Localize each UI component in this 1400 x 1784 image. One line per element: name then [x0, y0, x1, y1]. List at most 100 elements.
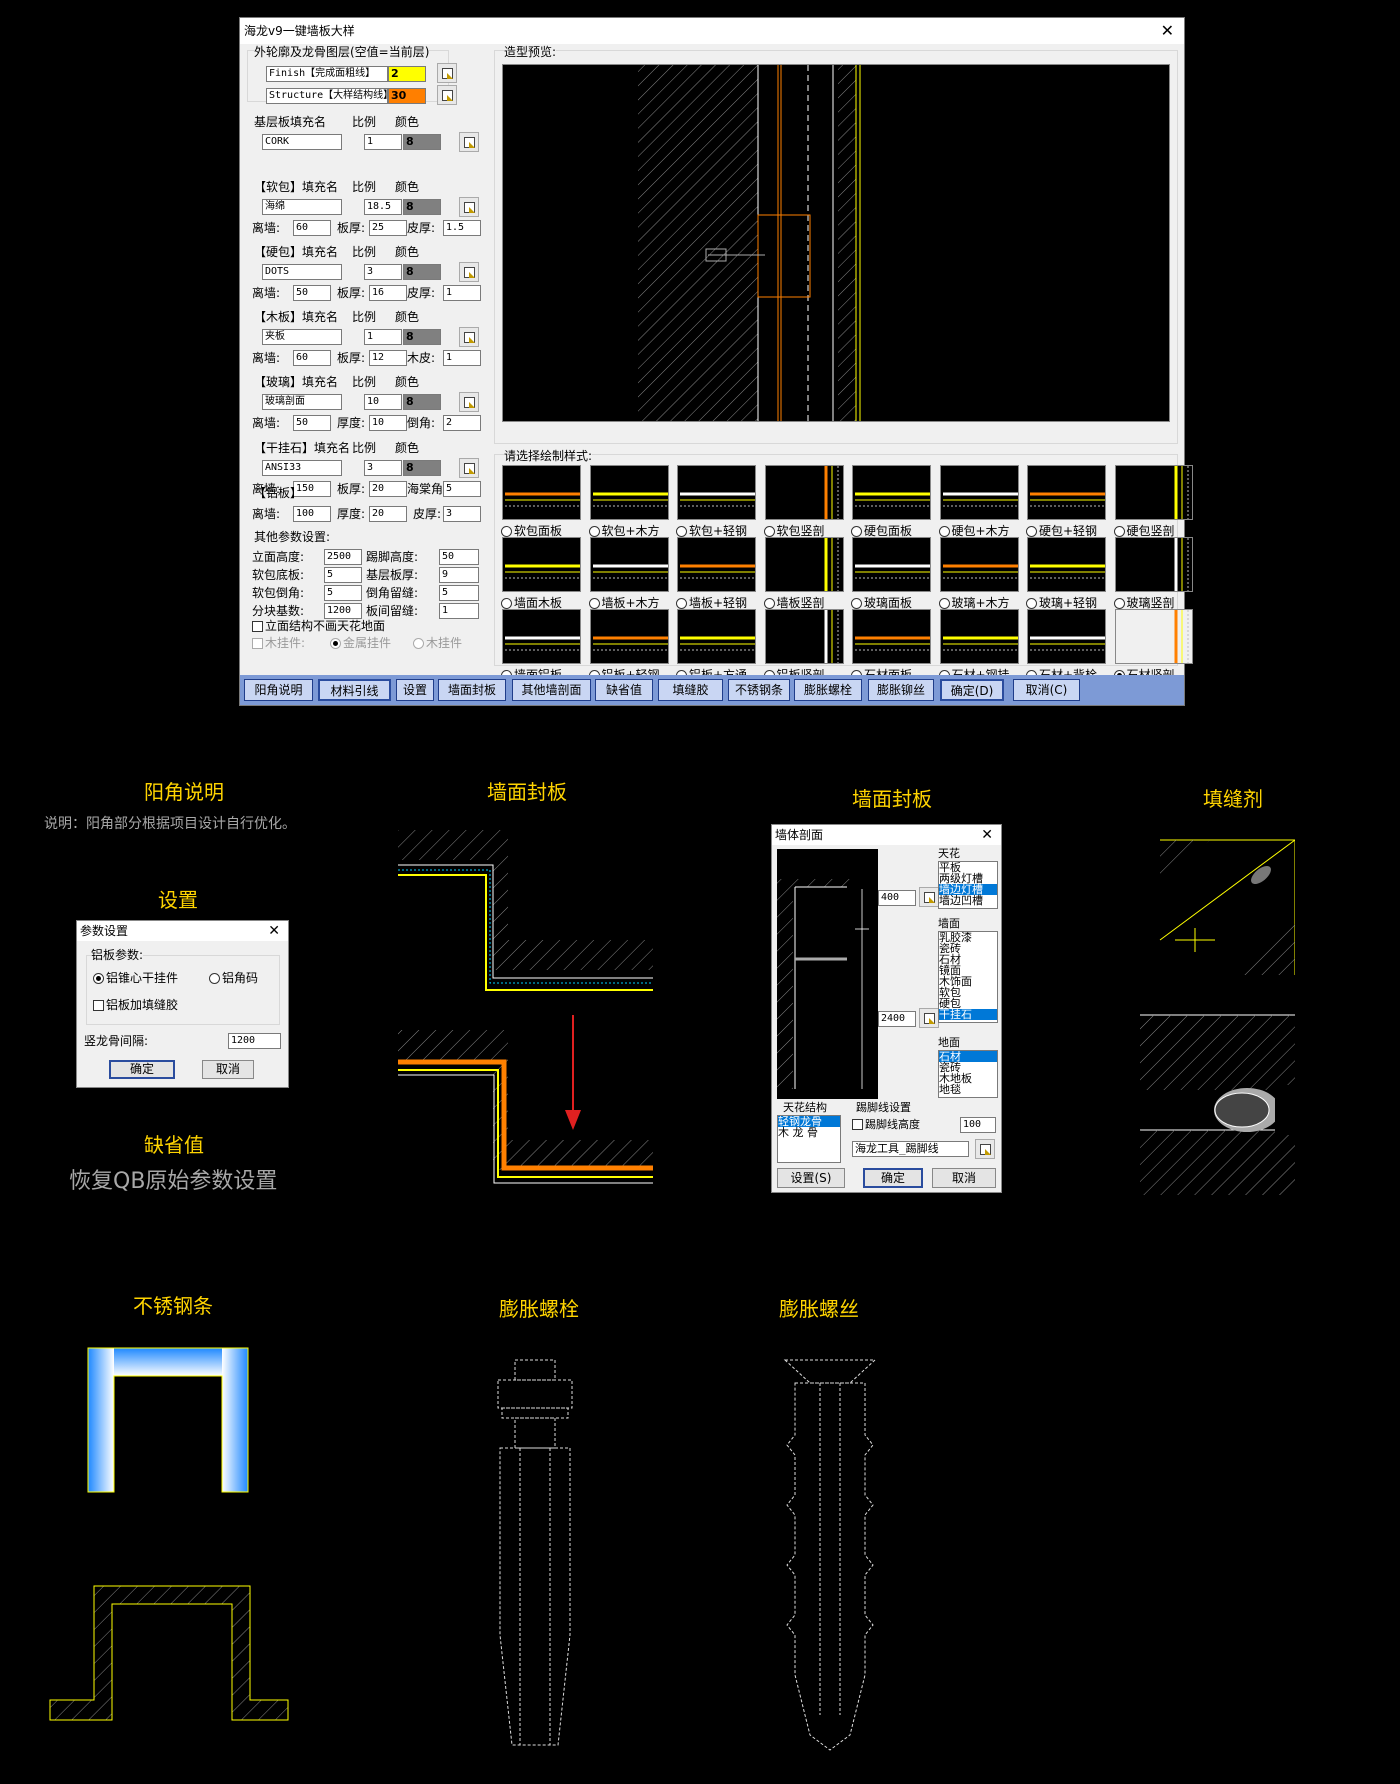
wood-fill-input[interactable]: 夹板 — [262, 329, 342, 345]
stone-offset-input[interactable]: 150 — [293, 481, 331, 497]
style-thumb-1-3[interactable] — [764, 537, 844, 592]
param-spacing-input[interactable]: 1200 — [228, 1033, 281, 1049]
style-thumb-0-6[interactable] — [1027, 465, 1106, 520]
style-option-1-3[interactable]: 墙板竖剖 — [763, 594, 825, 611]
style-thumb-1-7[interactable] — [1114, 537, 1193, 592]
list-item[interactable]: 硬包 — [939, 997, 961, 1010]
param-radio-1-icon[interactable] — [93, 973, 104, 984]
bottom-button-2[interactable]: 设置 — [396, 679, 434, 701]
alu-skin-input[interactable]: 3 — [443, 506, 481, 522]
wood-pick-icon[interactable] — [459, 327, 479, 347]
bottom-button-6[interactable]: 填缝胶 — [658, 679, 723, 701]
style-radio-icon[interactable] — [588, 598, 600, 609]
glass-thick-input[interactable]: 10 — [369, 415, 407, 431]
style-thumb-0-4[interactable] — [852, 465, 931, 520]
bottom-button-9[interactable]: 膨胀铆丝 — [868, 679, 934, 701]
style-thumb-1-1[interactable] — [589, 537, 669, 592]
style-option-1-6[interactable]: 玻璃+轻钢 — [1026, 594, 1097, 611]
other-input-4a[interactable]: 1200 — [324, 603, 362, 619]
style-option-1-2[interactable]: 墙板+轻钢 — [676, 594, 747, 611]
bottom-button-1[interactable]: 材料引线 — [318, 679, 391, 701]
stone-scale-input[interactable]: 3 — [364, 460, 402, 476]
soft-thick-input[interactable]: 25 — [369, 220, 407, 236]
style-radio-icon[interactable] — [1113, 526, 1125, 537]
soft-fill-input[interactable]: 海绵 — [262, 199, 342, 215]
list-item[interactable]: 墙边灯槽 — [939, 884, 997, 895]
glass-color-field[interactable]: 8 — [403, 394, 441, 410]
style-thumb-1-6[interactable] — [1027, 537, 1106, 592]
wall-pick-icon-1[interactable] — [919, 887, 939, 907]
list-item[interactable]: 石材 — [939, 1051, 997, 1062]
style-radio-icon[interactable] — [763, 526, 775, 537]
style-thumb-2-7[interactable] — [1114, 609, 1193, 664]
style-radio-icon[interactable] — [851, 598, 862, 609]
param-radio-2[interactable]: 铝角码 — [209, 971, 258, 985]
base-pick-icon[interactable] — [459, 132, 479, 152]
style-thumb-2-6[interactable] — [1027, 609, 1106, 664]
glass-fill-input[interactable]: 玻璃剖面 — [262, 394, 342, 410]
style-option-1-0[interactable]: 墙面木板 — [501, 594, 562, 611]
floor-list[interactable]: 石材瓷砖木地板地毯 — [938, 1050, 998, 1098]
bottom-button-10[interactable]: 确定(D) — [940, 679, 1004, 701]
glass-scale-input[interactable]: 10 — [364, 394, 402, 410]
style-option-0-2[interactable]: 软包+轻钢 — [676, 522, 747, 539]
param-cancel-button[interactable]: 取消 — [202, 1060, 254, 1079]
bottom-button-4[interactable]: 其他墙剖面 — [512, 679, 591, 701]
style-option-0-0[interactable]: 软包面板 — [501, 522, 562, 539]
style-radio-icon[interactable] — [501, 526, 512, 537]
wall-height-input-2[interactable]: 2400 — [878, 1011, 916, 1027]
bottom-button-8[interactable]: 膨胀螺栓 — [794, 679, 862, 701]
style-thumb-1-0[interactable] — [502, 537, 581, 592]
list-item[interactable]: 地毯 — [939, 1083, 961, 1096]
style-thumb-2-0[interactable] — [502, 609, 581, 664]
soft-offset-input[interactable]: 60 — [293, 220, 331, 236]
wall-height-input-1[interactable]: 400 — [878, 890, 916, 906]
hard-scale-input[interactable]: 3 — [364, 264, 402, 280]
glass-offset-input[interactable]: 50 — [293, 415, 331, 431]
wall-ok-button[interactable]: 确定 — [863, 1168, 923, 1188]
style-radio-icon[interactable] — [763, 598, 775, 609]
glass-skin-input[interactable]: 2 — [443, 415, 481, 431]
kick-check-icon[interactable] — [852, 1119, 863, 1130]
finish-pick-icon[interactable] — [437, 63, 457, 83]
wood-offset-input[interactable]: 60 — [293, 350, 331, 366]
wall-settings-button[interactable]: 设置(S) — [777, 1168, 845, 1188]
list-item[interactable]: 乳胶漆 — [939, 931, 972, 944]
style-option-0-4[interactable]: 硬包面板 — [851, 522, 912, 539]
hard-pick-icon[interactable] — [459, 262, 479, 282]
style-radio-icon[interactable] — [588, 526, 600, 537]
hard-thick-input[interactable]: 16 — [369, 285, 407, 301]
hard-color-field[interactable]: 8 — [403, 264, 441, 280]
hard-offset-input[interactable]: 50 — [293, 285, 331, 301]
no-ceiling-checkbox[interactable]: 立面结构不画天花地面 — [252, 619, 385, 633]
other-input-3a[interactable]: 5 — [324, 585, 362, 601]
style-thumb-1-2[interactable] — [677, 537, 756, 592]
style-option-1-1[interactable]: 墙板+木方 — [588, 594, 660, 611]
base-color-field[interactable]: 8 — [403, 134, 441, 150]
hard-fill-input[interactable]: DOTS — [262, 264, 342, 280]
style-thumb-2-4[interactable] — [852, 609, 931, 664]
list-item[interactable]: 木饰面 — [939, 975, 972, 988]
list-item[interactable]: 软包 — [939, 986, 961, 999]
wood-color-field[interactable]: 8 — [403, 329, 441, 345]
list-item[interactable]: 瓷砖 — [939, 942, 961, 955]
style-thumb-1-5[interactable] — [939, 537, 1019, 592]
style-radio-icon[interactable] — [676, 598, 687, 609]
structure-color-field[interactable]: 30 — [388, 88, 426, 104]
param-close-icon[interactable]: ✕ — [268, 923, 280, 939]
bottom-button-0[interactable]: 阳角说明 — [244, 679, 313, 701]
wall-cancel-button[interactable]: 取消 — [932, 1168, 996, 1188]
style-radio-icon[interactable] — [1026, 598, 1037, 609]
struct-list[interactable]: 轻钢龙骨木 龙 骨 — [777, 1115, 841, 1163]
stone-color-field[interactable]: 8 — [403, 460, 441, 476]
stone-thick-input[interactable]: 20 — [369, 481, 407, 497]
stone-fill-input[interactable]: ANSI33 — [262, 460, 342, 476]
param-radio-2-icon[interactable] — [209, 973, 220, 984]
ceiling-list[interactable]: 平板两级灯槽墙边灯槽墙边凹槽 — [938, 861, 998, 909]
style-option-1-5[interactable]: 玻璃+木方 — [938, 594, 1010, 611]
style-option-0-6[interactable]: 硬包+轻钢 — [1026, 522, 1097, 539]
bottom-button-5[interactable]: 缺省值 — [595, 679, 653, 701]
list-item[interactable]: 瓷砖 — [939, 1061, 961, 1074]
style-option-0-5[interactable]: 硬包+木方 — [938, 522, 1010, 539]
style-thumb-0-2[interactable] — [677, 465, 756, 520]
